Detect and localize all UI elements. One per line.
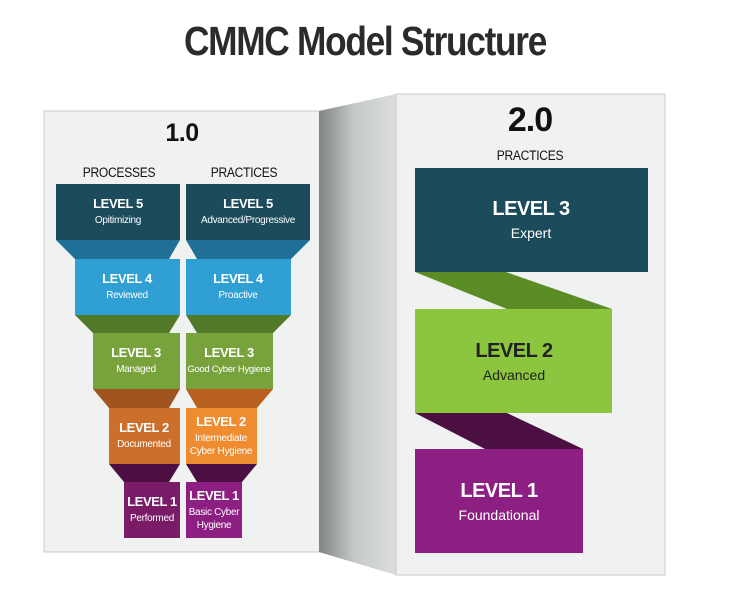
practice-connector-5-4 [186, 240, 310, 259]
practices-header-1-0: PRACTICES [211, 164, 278, 180]
practice-level-3-name: Good Cyber Hygiene [187, 364, 270, 375]
process-level-1: LEVEL 1 Performed [124, 482, 180, 538]
process-level-3: LEVEL 3 Managed [93, 333, 180, 389]
process-level-4-title: LEVEL 4 [102, 271, 153, 286]
process-level-5-name: Opitimizing [95, 215, 141, 226]
practice-level-5: LEVEL 5 Advanced/Progressive [186, 184, 310, 240]
v2-level-2-name: Advanced [483, 367, 545, 383]
process-level-4-name: Reviewed [106, 290, 148, 301]
practice-level-1-title: LEVEL 1 [189, 488, 239, 503]
process-level-2-name: Documented [117, 439, 171, 450]
process-level-2-title: LEVEL 2 [119, 420, 169, 435]
practice-level-1-name-line2: Hygiene [197, 520, 232, 531]
process-level-4: LEVEL 4 Reviewed [75, 259, 180, 315]
practice-level-2-title: LEVEL 2 [196, 414, 246, 429]
practice-level-5-title: LEVEL 5 [223, 196, 273, 211]
process-level-5-title: LEVEL 5 [93, 196, 143, 211]
process-connector-5-4 [56, 240, 180, 259]
v2-level-3: LEVEL 3 Expert [415, 168, 648, 272]
v2-level-2: LEVEL 2 Advanced [415, 309, 612, 413]
process-level-2: LEVEL 2 Documented [109, 408, 180, 464]
version-1-0: 1.0 [165, 119, 198, 147]
v2-level-1: LEVEL 1 Foundational [415, 449, 583, 553]
practice-level-4-name: Proactive [219, 290, 259, 301]
process-level-3-title: LEVEL 3 [111, 345, 161, 360]
practice-level-4-title: LEVEL 4 [213, 271, 264, 286]
v2-level-2-title: LEVEL 2 [475, 340, 553, 362]
practices-header-2-0: PRACTICES [497, 147, 564, 163]
version-2-0: 2.0 [508, 101, 552, 139]
v2-level-3-name: Expert [511, 225, 552, 241]
v2-connector-2-1 [415, 413, 583, 449]
practice-level-5-name: Advanced/Progressive [201, 215, 296, 226]
process-connector-4-3 [75, 315, 180, 333]
panel-fold [319, 94, 396, 575]
practice-connector-4-3 [186, 315, 291, 333]
practice-level-1: LEVEL 1 Basic Cyber Hygiene [186, 482, 242, 538]
practice-level-2-name-line2: Cyber Hygiene [190, 446, 253, 457]
process-connector-2-1 [109, 464, 180, 482]
practice-level-4: LEVEL 4 Proactive [186, 259, 291, 315]
processes-header: PROCESSES [83, 164, 156, 180]
practice-connector-2-1 [186, 464, 257, 482]
practice-level-3-title: LEVEL 3 [204, 345, 254, 360]
process-level-1-name: Performed [130, 513, 174, 524]
practice-level-3: LEVEL 3 Good Cyber Hygiene [186, 333, 273, 389]
v2-level-3-title: LEVEL 3 [492, 198, 570, 220]
process-level-3-name: Managed [116, 364, 156, 375]
practice-level-2-name-line1: Intermediate [195, 433, 248, 444]
v2-level-1-title: LEVEL 1 [460, 480, 538, 502]
practice-connector-3-2 [186, 389, 273, 408]
process-connector-3-2 [93, 389, 180, 408]
v2-connector-3-2 [415, 272, 612, 309]
page-title: CMMC Model Structure [183, 18, 547, 64]
process-level-5: LEVEL 5 Opitimizing [56, 184, 180, 240]
v2-level-1-name: Foundational [459, 507, 540, 523]
process-level-1-title: LEVEL 1 [127, 494, 177, 509]
practice-level-2: LEVEL 2 Intermediate Cyber Hygiene [186, 408, 257, 464]
practice-level-1-name-line1: Basic Cyber [189, 507, 241, 518]
